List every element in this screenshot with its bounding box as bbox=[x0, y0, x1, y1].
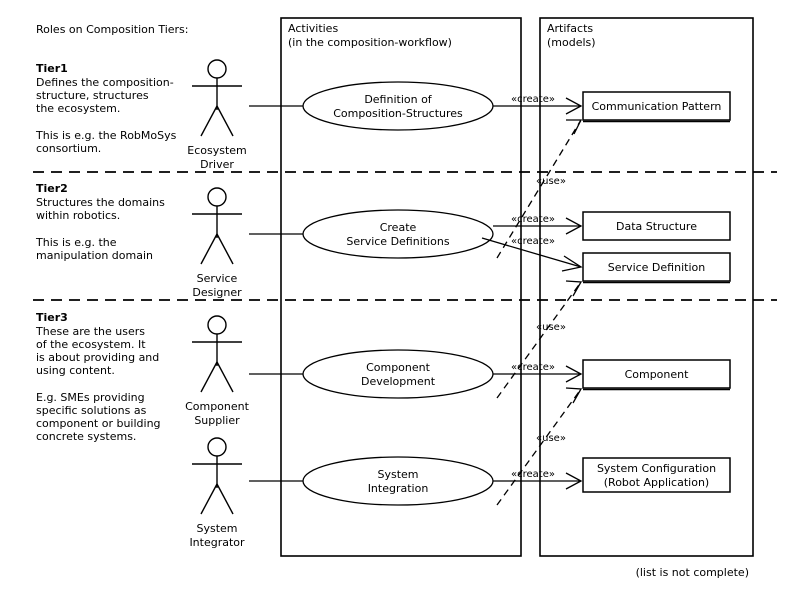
artifact-system-configuration-label-0: System Configuration bbox=[597, 462, 716, 475]
artifact-communication-pattern[interactable]: Communication Pattern bbox=[582, 91, 731, 123]
tier1-desc-line-1: structure, structures bbox=[36, 89, 149, 102]
artifact-data-structure-label: Data Structure bbox=[616, 220, 697, 233]
tier3-name: Tier3 bbox=[36, 311, 68, 324]
tier3-desc-line-2: is about providing and bbox=[36, 351, 159, 364]
tier2-desc-line-1: within robotics. bbox=[36, 209, 120, 222]
tier3-desc-line-3: using content. bbox=[36, 364, 115, 377]
tier2-example-line-1: manipulation domain bbox=[36, 249, 153, 262]
edge-label-use-communication-pattern: «use» bbox=[536, 176, 566, 187]
tier1-example-line-0: This is e.g. the RobMoSys bbox=[35, 129, 177, 142]
tier1-example-line-1: consortium. bbox=[36, 142, 101, 155]
tier3-example-line-2: component or building bbox=[36, 417, 161, 430]
activity-system-integration[interactable]: System Integration bbox=[302, 456, 494, 506]
activity-create-service-definitions[interactable]: Create Service Definitions bbox=[302, 209, 494, 259]
tier2-desc-line-0: Structures the domains bbox=[36, 196, 165, 209]
edge-use-service-definition: «use» bbox=[496, 280, 583, 399]
tier1-desc-line-0: Defines the composition- bbox=[36, 76, 174, 89]
actor-ecosystem-driver-label-1: Driver bbox=[200, 158, 234, 171]
actor-component-supplier: Component Supplier bbox=[185, 315, 250, 427]
artifact-component[interactable]: Component bbox=[582, 359, 731, 391]
actor-system-integrator-label-0: System bbox=[196, 522, 237, 535]
tier3-desc-line-1: of the ecosystem. It bbox=[36, 338, 146, 351]
activity-tier1-label-0: Definition of bbox=[364, 93, 432, 106]
activity-tier2-label-0: Create bbox=[380, 221, 417, 234]
actor-ecosystem-driver-label-0: Ecosystem bbox=[187, 144, 247, 157]
edge-create-communication-pattern: «create» bbox=[493, 94, 583, 115]
tier1-name: Tier1 bbox=[36, 62, 68, 75]
activity-definition-of-composition-structures[interactable]: Definition of Composition-Structures bbox=[302, 81, 494, 131]
artifact-communication-pattern-label: Communication Pattern bbox=[592, 100, 722, 113]
actor-system-integrator-label-1: Integrator bbox=[189, 536, 245, 549]
tier1-desc-line-2: the ecosystem. bbox=[36, 102, 120, 115]
actor-service-designer: Service Designer bbox=[192, 187, 242, 299]
tier-3-group: Tier3 These are the users of the ecosyst… bbox=[35, 311, 494, 549]
artifacts-frame bbox=[539, 17, 754, 557]
artifact-system-configuration-label-1: (Robot Application) bbox=[604, 476, 709, 489]
artifact-system-configuration[interactable]: System Configuration (Robot Application) bbox=[582, 457, 731, 493]
actor-component-supplier-label-1: Supplier bbox=[194, 414, 240, 427]
actor-service-designer-label-1: Designer bbox=[192, 286, 242, 299]
edge-label-use-service-definition: «use» bbox=[536, 322, 566, 333]
tier2-example-line-0: This is e.g. the bbox=[35, 236, 117, 249]
activity-tier1-label-1: Composition-Structures bbox=[333, 107, 463, 120]
tier3-example-line-0: E.g. SMEs providing bbox=[36, 391, 145, 404]
activity-tier3-b-label-0: System bbox=[377, 468, 418, 481]
edge-label-create-communication-pattern: «create» bbox=[511, 94, 555, 105]
actor-component-supplier-label-0: Component bbox=[185, 400, 250, 413]
artifacts-title: Artifacts bbox=[547, 22, 593, 35]
edge-create-data-structure: «create» bbox=[493, 214, 583, 235]
edge-label-create-service-definition: «create» bbox=[511, 236, 555, 247]
artifacts-subtitle: (models) bbox=[547, 36, 596, 49]
activities-title: Activities bbox=[288, 22, 338, 35]
actor-ecosystem-driver: Ecosystem Driver bbox=[187, 59, 247, 171]
artifact-service-definition[interactable]: Service Definition bbox=[582, 252, 731, 284]
tier3-example-line-3: concrete systems. bbox=[36, 430, 136, 443]
edge-use-component: «use» bbox=[496, 387, 583, 506]
tier3-example-line-1: specific solutions as bbox=[36, 404, 147, 417]
edge-label-create-component: «create» bbox=[511, 362, 555, 373]
tier-2-group: Tier2 Structures the domains within robo… bbox=[35, 182, 494, 299]
tier-1-group: Tier1 Defines the composition- structure… bbox=[35, 59, 494, 171]
edge-create-component: «create» bbox=[493, 362, 583, 383]
activities-frame bbox=[280, 17, 522, 557]
artifact-service-definition-label: Service Definition bbox=[608, 261, 705, 274]
artifact-component-label: Component bbox=[625, 368, 690, 381]
artifact-data-structure[interactable]: Data Structure bbox=[582, 211, 731, 241]
actor-system-integrator: System Integrator bbox=[189, 437, 245, 549]
edge-create-system-configuration: «create» bbox=[493, 469, 583, 490]
edge-label-use-component: «use» bbox=[536, 433, 566, 444]
activity-component-development[interactable]: Component Development bbox=[302, 349, 494, 399]
activity-tier3-a-label-1: Development bbox=[361, 375, 436, 388]
actor-service-designer-label-0: Service bbox=[197, 272, 238, 285]
footnote-list-not-complete: (list is not complete) bbox=[636, 566, 749, 579]
tier2-name: Tier2 bbox=[36, 182, 68, 195]
edge-use-communication-pattern: «use» bbox=[496, 119, 583, 259]
activity-tier3-a-label-0: Component bbox=[366, 361, 431, 374]
edge-label-create-system-configuration: «create» bbox=[511, 469, 555, 480]
edge-create-service-definition: «create» bbox=[481, 236, 583, 272]
edge-label-create-data-structure: «create» bbox=[511, 214, 555, 225]
activity-tier2-label-1: Service Definitions bbox=[346, 235, 449, 248]
page-title: Roles on Composition Tiers: bbox=[36, 23, 189, 36]
activities-subtitle: (in the composition-workflow) bbox=[288, 36, 452, 49]
activity-tier3-b-label-1: Integration bbox=[368, 482, 429, 495]
tier3-desc-line-0: These are the users bbox=[35, 325, 145, 338]
